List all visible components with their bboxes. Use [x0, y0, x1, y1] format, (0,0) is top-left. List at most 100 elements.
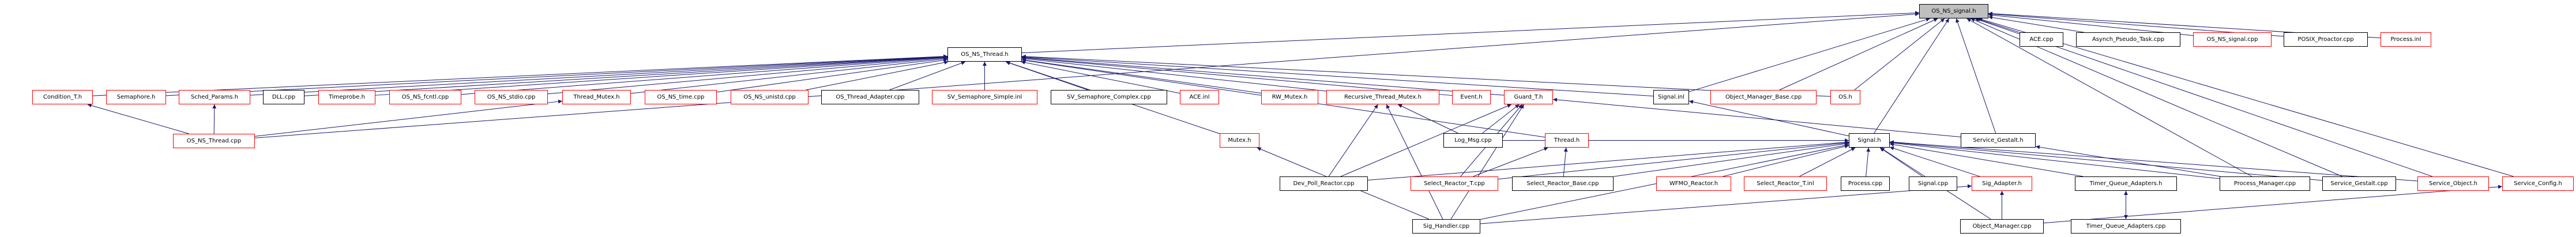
node-posix-proactor-cpp[interactable]: POSIX_Proactor.cpp [2284, 32, 2368, 47]
edge-n_omb-to-n_root [1779, 18, 1938, 91]
node-select-reactor-base-cpp[interactable]: Select_Reactor_Base.cpp [1512, 176, 1614, 191]
node-thread-mutex-h[interactable]: Thread_Mutex.h [562, 90, 631, 104]
node-label: DLL.cpp [272, 94, 296, 100]
node-label: Sig_Handler.cpp [1423, 223, 1470, 230]
node-object-manager-base-cpp[interactable]: Object_Manager_Base.cpp [1710, 90, 1817, 104]
node-signal-inl[interactable]: Signal.inl [1653, 90, 1689, 104]
node-process-inl[interactable]: Process.inl [2381, 32, 2431, 47]
node-os-h[interactable]: OS.h [1830, 90, 1860, 104]
edge-n_dev_poll-to-n_signal_h [1367, 140, 1849, 180]
edge-n_signal_inl-to-n_root [1688, 17, 1931, 92]
node-label: POSIX_Proactor.cpp [2297, 36, 2354, 43]
node-os-ns-thread-cpp[interactable]: OS_NS_Thread.cpp [173, 134, 255, 148]
node-service-gestalt-h[interactable]: Service_Gestalt.h [1961, 133, 2036, 148]
node-select-reactor-t-inl[interactable]: Select_Reactor_T.inl [1744, 176, 1827, 191]
node-timer-queue-adapters-cpp[interactable]: Timer_Queue_Adapters.cpp [2071, 219, 2181, 234]
edge-n_os_ns_thread_cpp-to-n_sched [212, 104, 217, 134]
edge-n_os_ns_thread_cpp-to-n_condition [87, 103, 189, 134]
node-os-ns-unistd-cpp[interactable]: OS_NS_unistd.cpp [731, 90, 808, 104]
node-object-manager-cpp[interactable]: Object_Manager.cpp [1960, 219, 2044, 234]
node-label: OS_NS_Thread.cpp [186, 138, 242, 144]
node-os-ns-stdio-cpp[interactable]: OS_NS_stdio.cpp [475, 90, 548, 104]
edge-n_tqa_h-to-n_signal_h [1889, 142, 2084, 177]
edge-n_srt_inl-to-n_signal_h [1799, 147, 1856, 177]
node-os-ns-signal-cpp[interactable]: OS_NS_signal.cpp [2193, 32, 2272, 47]
node-label: OS_Thread_Adapter.cpp [836, 94, 905, 100]
node-label: SV_Semaphore_Simple.inl [947, 94, 1022, 100]
node-ace-cpp[interactable]: ACE.cpp [2020, 32, 2063, 47]
node-label: OS_NS_unistd.cpp [743, 94, 796, 100]
node-os-ns-thread-h[interactable]: OS_NS_Thread.h [947, 47, 1022, 62]
node-condition-t-h[interactable]: Condition_T.h [32, 90, 93, 104]
node-service-object-h[interactable]: Service_Object.h [2417, 176, 2489, 191]
node-timer-queue-adapters-h[interactable]: Timer_Queue_Adapters.h [2075, 176, 2177, 191]
node-process-manager-cpp[interactable]: Process_Manager.cpp [2220, 176, 2310, 191]
edge-n_srb-to-n_thread_h [1563, 147, 1568, 177]
edge-n_fcntl-to-n_os_ns_thread_h [461, 55, 948, 95]
edge-n_os_ns_thread_cpp-to-n_thread_mutex [254, 99, 563, 137]
node-os-ns-fcntl-cpp[interactable]: OS_NS_fcntl.cpp [389, 90, 461, 104]
node-label: WFMO_Reactor.h [1669, 180, 1718, 187]
node-recursive-thread-mutex-h[interactable]: Recursive_Thread_Mutex.h [1326, 90, 1439, 104]
node-sig-adapter-h[interactable]: Sig_Adapter.h [1972, 176, 2032, 191]
node-event-h[interactable]: Event.h [1452, 90, 1491, 104]
node-rw-mutex-h[interactable]: RW_Mutex.h [1261, 90, 1318, 104]
node-timeprobe-h[interactable]: Timeprobe.h [318, 90, 375, 104]
node-sched-params-h[interactable]: Sched_Params.h [179, 90, 250, 104]
node-signal-h[interactable]: Signal.h [1849, 133, 1890, 148]
node-semaphore-h[interactable]: Semaphore.h [106, 90, 166, 104]
edge-n_pm-to-n_signal_h [1889, 141, 2220, 179]
node-label: Select_Reactor_Base.cpp [1526, 180, 1599, 187]
edge-n_semaphore-to-n_os_ns_thread_h [166, 54, 948, 96]
edge-n_process_cpp-to-n_signal_h [1866, 147, 1871, 177]
node-signal-cpp[interactable]: Signal.cpp [1909, 176, 1957, 191]
node-sv-semaphore-simple-inl[interactable]: SV_Semaphore_Simple.inl [932, 90, 1037, 104]
node-select-reactor-t-cpp[interactable]: Select_Reactor_T.cpp [1411, 176, 1498, 191]
node-label: OS_NS_signal.h [1931, 8, 1976, 14]
node-asynch-pseudo-task-cpp[interactable]: Asynch_Pseudo_Task.cpp [2076, 32, 2180, 47]
edge-n_os_ns_thread_h-to-n_root [1021, 10, 1920, 54]
node-sv-semaphore-complex-cpp[interactable]: SV_Semaphore_Complex.cpp [1051, 90, 1167, 104]
edge-n_condition-to-n_os_ns_thread_h [92, 54, 948, 96]
node-sig-handler-cpp[interactable]: Sig_Handler.cpp [1412, 219, 1480, 234]
node-process-cpp[interactable]: Process.cpp [1841, 176, 1890, 191]
node-label: Timer_Queue_Adapters.cpp [2086, 223, 2166, 230]
node-wfmo-reactor-h[interactable]: WFMO_Reactor.h [1656, 176, 1731, 191]
edge-n_srt_cpp-to-n_thread_h [1473, 147, 1548, 177]
node-service-gestalt-cpp[interactable]: Service_Gestalt.cpp [2322, 176, 2396, 191]
node-label: RW_Mutex.h [1272, 94, 1308, 100]
edge-n_ace_inl-to-n_os_ns_thread_h [1021, 60, 1180, 94]
node-label: Service_Gestalt.cpp [2330, 180, 2388, 187]
edge-n_sig_handler-to-n_recursive [1386, 104, 1443, 220]
edge-n_sig_handler-to-n_guard [1450, 104, 1524, 220]
node-guard-t-h[interactable]: Guard_T.h [1504, 90, 1553, 104]
edge-n_srb-to-n_signal_h [1613, 142, 1849, 177]
node-dll-cpp[interactable]: DLL.cpp [263, 90, 304, 104]
edge-n_sig_adapter-to-n_signal_h [1889, 146, 1980, 177]
node-label: Process.cpp [1848, 180, 1883, 187]
node-label: Log_Msg.cpp [1454, 137, 1492, 144]
node-service-config-h[interactable]: Service_Config.h [2502, 176, 2574, 191]
edge-n_os_h-to-n_root [1854, 18, 1945, 91]
edge-n_sc_h-to-n_root [1978, 17, 2514, 177]
node-label: Dev_Poll_Reactor.cpp [1293, 180, 1355, 187]
node-os-ns-time-cpp[interactable]: OS_NS_time.cpp [645, 90, 717, 104]
node-dev-poll-reactor-cpp[interactable]: Dev_Poll_Reactor.cpp [1280, 176, 1368, 191]
edge-n_thread_adapter-to-n_os_ns_thread_h [889, 61, 966, 91]
node-label: OS_NS_time.cpp [657, 94, 705, 100]
node-os-thread-adapter-cpp[interactable]: OS_Thread_Adapter.cpp [821, 90, 919, 104]
node-thread-h[interactable]: Thread.h [1545, 133, 1589, 148]
edge-n_sg_cpp-to-n_signal_h [1889, 140, 2323, 181]
node-ace-inl[interactable]: ACE.inl [1180, 90, 1219, 104]
edge-n_unistd-to-n_os_ns_thread_h [806, 60, 949, 91]
node-label: Service_Object.h [2428, 180, 2478, 187]
node-mutex-h[interactable]: Mutex.h [1220, 133, 1259, 148]
node-label: OS_NS_fcntl.cpp [401, 94, 449, 100]
node-label: Thread.h [1554, 137, 1580, 144]
edge-n_dev_poll-to-n_recursive [1328, 104, 1378, 177]
node-label: Process_Manager.cpp [2233, 180, 2296, 187]
node-log-msg-cpp[interactable]: Log_Msg.cpp [1443, 133, 1503, 148]
edge-n_event-to-n_os_ns_thread_h [1021, 56, 1453, 96]
edge-n_time-to-n_os_ns_thread_h [716, 58, 948, 93]
